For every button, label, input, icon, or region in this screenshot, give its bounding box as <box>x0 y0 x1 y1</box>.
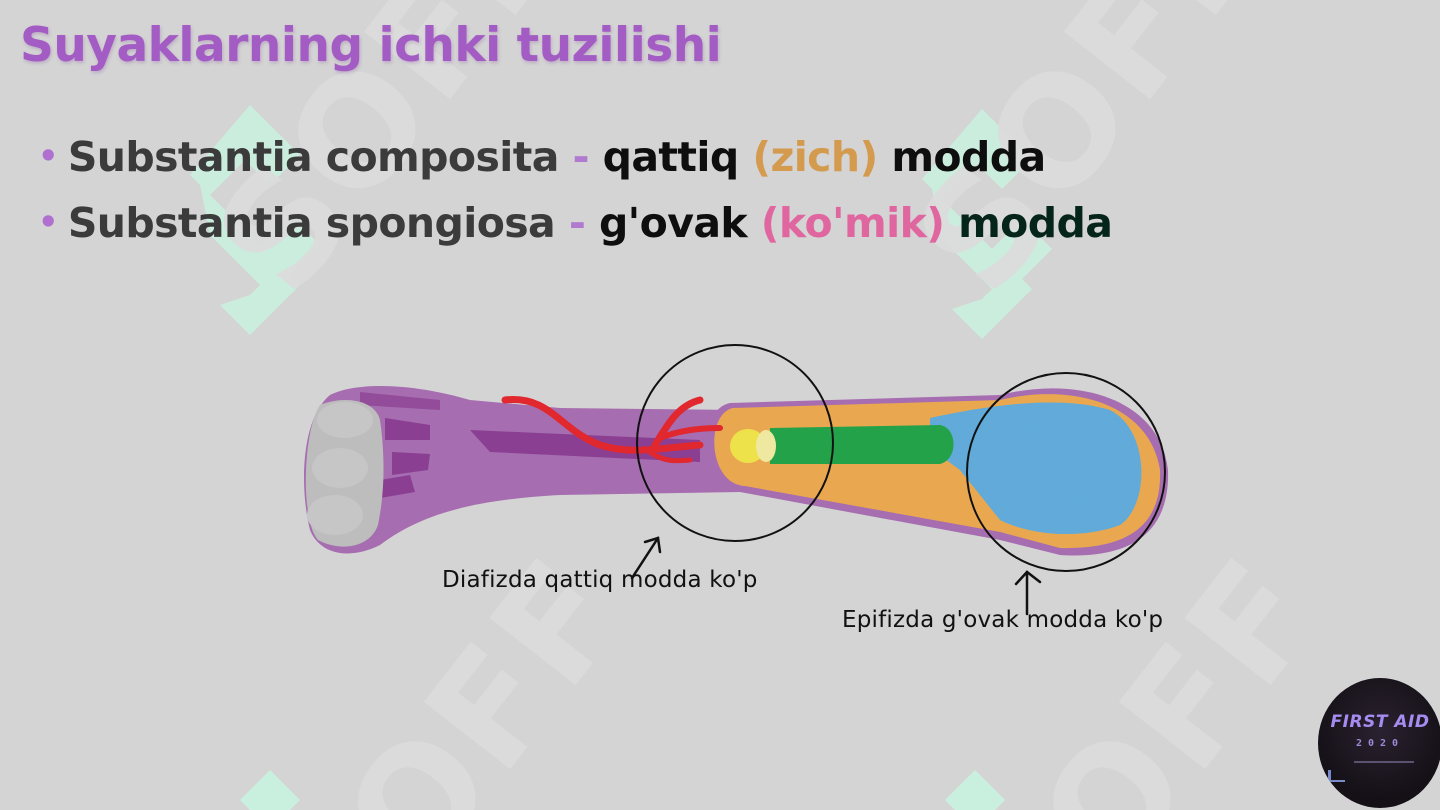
slide-title: Suyaklarning ichki tuzilishi <box>20 18 722 73</box>
epiphysis-callout-circle <box>966 372 1166 572</box>
badge-divider <box>1354 761 1414 763</box>
badge-logo-icon <box>1328 770 1345 782</box>
watermark-logo-icon <box>190 105 320 335</box>
diaphysis-label: Diafizda qattiq modda ko'p <box>442 567 758 593</box>
marrow-green <box>770 425 954 464</box>
parenthetical: (zich) <box>752 133 878 181</box>
arrow-icon <box>1014 570 1042 616</box>
bullet-dot: • <box>38 203 58 241</box>
bullet-dot: • <box>38 137 58 175</box>
bullet-item-spongiosa: •Substantia spongiosa - g'ovak (ko'mik) … <box>38 194 1113 260</box>
bullet-list: •Substantia composita - qattiq (zich) mo… <box>38 128 1113 260</box>
parenthetical: (ko'mik) <box>760 199 945 247</box>
first-aid-badge: FIRST AID 2020 <box>1318 678 1440 808</box>
dash: - <box>572 133 590 181</box>
badge-year: 2020 <box>1355 738 1405 749</box>
uzbek-term: g'ovak <box>598 199 748 247</box>
badge-title: FIRST AID <box>1330 712 1430 732</box>
suffix: modda <box>958 199 1113 247</box>
bone-right-section <box>706 388 1169 556</box>
marrow-yellow <box>730 429 766 463</box>
epiphysis-label: Epifizda g'ovak modda ko'p <box>842 607 1164 633</box>
watermark-logo-icon <box>922 109 1052 339</box>
watermark-logo-icon <box>240 770 300 810</box>
spongy-bone <box>930 402 1142 535</box>
bone-left-end <box>304 385 740 554</box>
bullet-item-composita: •Substantia composita - qattiq (zich) mo… <box>38 128 1112 194</box>
latin-term: Substantia composita <box>67 133 560 181</box>
suffix: modda <box>891 133 1046 181</box>
arrow-icon <box>630 536 662 580</box>
dash: - <box>568 199 586 247</box>
diaphysis-callout-circle <box>636 344 834 542</box>
watermark-logo-icon <box>945 770 1005 810</box>
uzbek-term: qattiq <box>602 133 740 181</box>
latin-term: Substantia spongiosa <box>67 199 556 247</box>
artery <box>501 396 704 454</box>
